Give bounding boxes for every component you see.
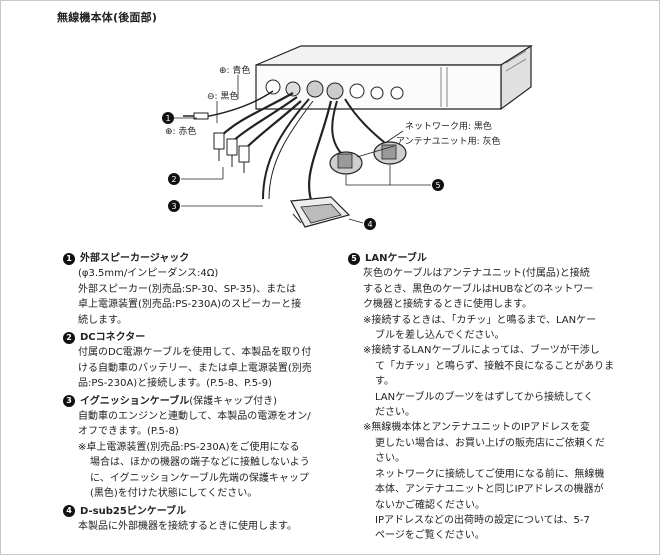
section-5-note-line: 更したい場合は、お買い上げの販売店にご依頼くだ [375, 437, 605, 449]
dsub25-connector [290, 100, 351, 228]
section-1-number: 1 [63, 252, 75, 265]
lan-cables [329, 98, 407, 175]
left-column: 1 外部スピーカージャック (φ3.5mm/インピーダンス:4Ω) 外部スピーカ… [63, 249, 335, 534]
antenna-cable-label: アンテナユニット用: 灰色 [396, 135, 501, 147]
section-3-note-line: ※卓上電源装置(別売品:PS-230A)をご使用になる [78, 441, 300, 453]
section-2-line: ける自動車のバッテリー、または卓上電源装置(別売 [78, 362, 312, 374]
section-4-number: 4 [63, 505, 75, 518]
plus-blue-label: ⊕: 青色 [219, 64, 250, 76]
section-2-title: DCコネクター [80, 332, 146, 344]
speaker-plug [183, 90, 274, 120]
section-5-note-line: IPアドレスなどの出荷時の設定については、5-7 [375, 514, 590, 526]
svg-text:2: 2 [171, 175, 176, 184]
section-5-note-line: ブルを差し込んでください。 [375, 330, 505, 342]
section-5-note-line: ださい。 [375, 407, 415, 419]
section-3-line: 自動車のエンジンと連動して、本製品の電源をオン/ [78, 411, 311, 423]
section-3-line: オフできます。(P.5-8) [78, 426, 179, 438]
section-3-title: イグニッションケーブル [80, 395, 190, 407]
section-4-title: D-sub25ピンケーブル [80, 505, 187, 517]
section-5-body: 灰色のケーブルはアンテナユニット(付属品)と接続 するとき、黒色のケーブルはHU… [348, 266, 648, 312]
section-5-note-line: ないかご確認ください。 [375, 499, 485, 511]
callout-3: 3 [168, 200, 180, 212]
section-5-note-line: LANケーブルのブーツをはずしてから接続してく [375, 391, 594, 403]
section-3-note: ※卓上電源装置(別売品:PS-230A)をご使用になる 場合は、ほかの機器の端子… [63, 440, 335, 502]
section-5-line: 灰色のケーブルはアンテナユニット(付属品)と接続 [363, 268, 590, 280]
section-2-line: 付属のDC電源ケーブルを使用して、本製品を取り付 [78, 347, 312, 359]
leader-lines [173, 75, 431, 224]
plus-red-label: ⊕: 赤色 [165, 125, 196, 137]
section-5-line: するとき、黒色のケーブルはHUBなどのネットワー [363, 283, 594, 295]
section-5-note-line: す。 [375, 376, 394, 388]
minus-black-label: ⊖: 黒色 [207, 90, 238, 102]
section-4-line: 本製品に外部機器を接続するときに使用します。 [78, 520, 297, 532]
radio-unit [255, 44, 534, 111]
page-title: 無線機本体(後面部) [57, 11, 158, 24]
section-3-note-line: 場合は、ほかの機器の端子などに接触しないよう [90, 457, 310, 469]
section-5-heading: 5 LANケーブル [348, 251, 648, 266]
section-1-title: 外部スピーカージャック [80, 253, 190, 264]
svg-text:1: 1 [165, 114, 170, 123]
section-5-note-line: ※無線機本体とアンテナユニットのIPアドレスを変 [363, 422, 590, 434]
section-5-note-1: ※接続するときは、「カチッ」と鳴るまで、LANケー ブルを差し込んでください。 [348, 313, 648, 344]
section-5-note-line: ページをご覧ください。 [375, 530, 485, 542]
section-2-line: 品:PS-230A)と接続します。(P.5-8、P.5-9) [78, 378, 272, 390]
section-5-line: ク機器と接続するときに使用します。 [363, 299, 532, 311]
section-5-number: 5 [348, 252, 360, 265]
callout-5: 5 [432, 179, 444, 191]
section-5-note-2: ※接続するLANケーブルによっては、ブーツが干渉し て「カチッ」と鳴らず、接触不… [348, 343, 648, 420]
dc-cable [213, 92, 302, 173]
section-1-line: (φ3.5mm/インピーダンス:4Ω) [78, 268, 219, 280]
section-3-heading: 3 イグニッションケーブル(保護キャップ付き) [63, 394, 335, 409]
section-5-note-line: 本体、アンテナユニットと同じIPアドレスの機器が [375, 484, 604, 496]
section-3-title-suffix: (保護キャップ付き) [189, 395, 278, 407]
section-4-body: 本製品に外部機器を接続するときに使用します。 [63, 519, 335, 534]
section-2-body: 付属のDC電源ケーブルを使用して、本製品を取り付 ける自動車のバッテリー、または… [63, 345, 335, 391]
section-5-note-line: ネットワークに接続してご使用になる前に、無線機 [375, 468, 605, 480]
section-4-heading: 4 D-sub25ピンケーブル [63, 504, 335, 519]
section-1-line: 卓上電源装置(別売品:PS-230A)のスピーカーと接 [78, 299, 302, 311]
section-2-number: 2 [63, 331, 75, 344]
svg-text:5: 5 [435, 181, 440, 190]
callout-2: 2 [168, 173, 180, 185]
section-1-line: 外部スピーカー(別売品:SP-30、SP-35)、または [78, 283, 297, 295]
section-1-line: 続します。 [78, 314, 127, 326]
svg-text:4: 4 [367, 220, 372, 229]
section-5-note-line: さい。 [375, 453, 405, 465]
callout-1: 1 [162, 112, 174, 124]
section-5-note-line: ※接続するときは、「カチッ」と鳴るまで、LANケー [363, 314, 597, 326]
network-cable-label: ネットワーク用: 黒色 [405, 120, 492, 132]
section-5-note-3: ※無線機本体とアンテナユニットのIPアドレスを変 更したい場合は、お買い上げの販… [348, 420, 648, 543]
section-3-note-line: に、イグニッションケーブル先端の保護キャップ [90, 472, 309, 484]
callout-4: 4 [364, 218, 376, 230]
section-3-body: 自動車のエンジンと連動して、本製品の電源をオン/ オフできます。(P.5-8) [63, 409, 335, 440]
section-2-heading: 2 DCコネクター [63, 330, 335, 345]
section-5-note-line: ※接続するLANケーブルによっては、ブーツが干渉し [363, 345, 600, 357]
right-column: 5 LANケーブル 灰色のケーブルはアンテナユニット(付属品)と接続 するとき、… [348, 249, 648, 544]
section-3-number: 3 [63, 395, 75, 408]
section-1-body: (φ3.5mm/インピーダンス:4Ω) 外部スピーカー(別売品:SP-30、SP… [63, 266, 335, 328]
rear-panel-illustration: ⊕: 青色 ⊖: 黒色 ⊕: 赤色 ネットワーク用: 黒色 アンテナユニット用:… [162, 44, 534, 230]
section-1-heading: 1 外部スピーカージャック [63, 251, 335, 266]
section-5-title: LANケーブル [365, 253, 427, 264]
svg-text:3: 3 [171, 202, 176, 211]
section-5-note-line: て「カチッ」と鳴らず、接触不良になることがありま [375, 360, 615, 372]
section-3-note-line: (黒色)を付けた状態にしてください。 [90, 488, 258, 500]
ignition-cable [262, 98, 314, 200]
